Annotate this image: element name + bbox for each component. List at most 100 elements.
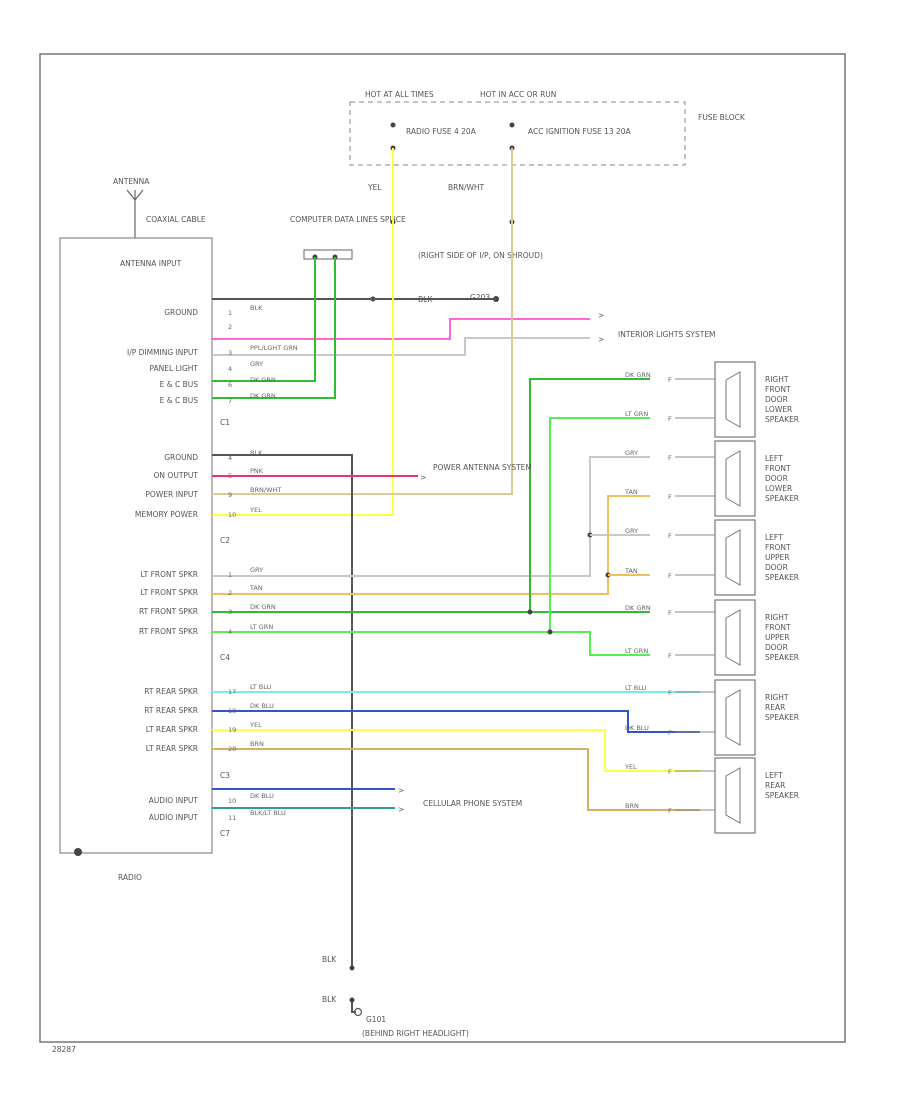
speaker-2-icon — [725, 529, 741, 586]
wire-c4-dkgrn-up — [529, 378, 650, 612]
fuse-radio-terminal — [390, 122, 396, 128]
c1-pin-4: 6 — [228, 381, 232, 389]
c1-color-0: BLK — [250, 304, 263, 312]
c1-color-5: DK GRN — [250, 392, 276, 400]
speaker-2-pinlabel-1: F — [668, 572, 672, 580]
ground-g2-wire-top: BLK — [322, 955, 337, 964]
speaker-4-pinlabel-0: F — [668, 689, 672, 697]
speaker-1-box — [714, 440, 756, 517]
c4-color-2: DK GRN — [250, 603, 276, 611]
speaker-1-wire-1: TAN — [624, 488, 638, 496]
speaker-0-name-2: DOOR — [765, 395, 788, 404]
ground-g1-code: G203 — [470, 293, 490, 302]
speaker-3-icon — [725, 609, 741, 666]
c7-func-0: AUDIO INPUT — [149, 796, 199, 805]
c7-color-1: BLK/LT BLU — [250, 809, 286, 817]
fuse-block-box — [349, 101, 686, 166]
ground-g1-label: (RIGHT SIDE OF I/P, ON SHROUD) — [418, 251, 543, 260]
c1-label: C1 — [220, 418, 230, 427]
c2-color-1: PNK — [250, 467, 264, 475]
antenna-cable-label: COAXIAL CABLE — [146, 215, 206, 224]
diagram-frame — [39, 53, 846, 1043]
ground-g2-connector-bottom — [349, 997, 355, 1003]
speaker-2-wire-1: TAN — [624, 567, 638, 575]
speaker-3-wire-0: DK GRN — [625, 604, 651, 612]
speaker-2-name-1: FRONT — [765, 543, 791, 552]
c4-color-0: GRY — [250, 566, 263, 574]
c3-pin-3: 20 — [228, 745, 236, 753]
ground-g2-connector-top — [349, 965, 355, 971]
interior-lights-arrow-b: > — [598, 335, 604, 344]
c4-label: C4 — [220, 653, 230, 662]
fuse-hot-all-times: HOT AT ALL TIMES — [365, 90, 434, 99]
c1-func-0: GROUND — [164, 308, 198, 317]
wire-c3-yel — [212, 729, 700, 772]
c4-pin-2: 3 — [228, 608, 232, 616]
wire-fuse-brnwht — [212, 148, 513, 495]
radio-case-ground — [74, 848, 82, 856]
c2-func-2: POWER INPUT — [145, 490, 198, 499]
c4-pin-3: 4 — [228, 628, 232, 636]
c3-func-1: RT REAR SPKR — [144, 706, 198, 715]
radio-name: RADIO — [118, 873, 142, 882]
wire-c3-dkblu — [212, 710, 700, 733]
speaker-1-name-0: LEFT — [765, 454, 783, 463]
c2-func-1: ON OUTPUT — [154, 471, 199, 480]
c1-color-3: GRY — [250, 360, 263, 368]
wire-c4-tan — [212, 495, 650, 595]
wire-c1-ec-a — [212, 257, 316, 382]
radio-box — [59, 237, 213, 854]
wire-c4-ltgrn — [212, 631, 650, 656]
speaker-5-name-1: REAR — [765, 781, 785, 790]
speaker-3-box — [714, 599, 756, 676]
speaker-4-name-1: REAR — [765, 703, 785, 712]
c3-pin-0: 17 — [228, 688, 236, 696]
speaker-0-name-4: SPEAKER — [765, 415, 799, 424]
c4-func-2: RT FRONT SPKR — [139, 607, 198, 616]
ground-g2-terminal — [353, 1007, 363, 1017]
c3-func-0: RT REAR SPKR — [144, 687, 198, 696]
speaker-5-wire-1: BRN — [625, 802, 639, 810]
speaker-4-name-2: SPEAKER — [765, 713, 799, 722]
speaker-5-pinlabel-0: F — [668, 768, 672, 776]
speaker-1-wire-0: GRY — [625, 449, 638, 457]
speaker-0-box — [714, 361, 756, 438]
ground-g2-label: (BEHIND RIGHT HEADLIGHT) — [362, 1029, 469, 1038]
c7-pin-0: 10 — [228, 797, 236, 805]
speaker-0-wire-1: LT GRN — [625, 410, 648, 418]
computer-splice-connector — [303, 249, 353, 260]
wire-fuse-yel — [212, 148, 394, 516]
c3-color-2: YEL — [249, 721, 262, 729]
ground-g2-code: G101 — [366, 1015, 386, 1024]
speaker-0-name-0: RIGHT — [765, 375, 789, 384]
speaker-2-name-3: DOOR — [765, 563, 788, 572]
speaker-0-name-1: FRONT — [765, 385, 791, 394]
fuse-block-label: FUSE BLOCK — [698, 113, 746, 122]
c4-color-3: LT GRN — [250, 623, 273, 631]
c1-func-2: I/P DIMMING INPUT — [127, 348, 198, 357]
speaker-0-icon — [725, 371, 741, 428]
radio-antenna-input: ANTENNA INPUT — [120, 259, 182, 268]
c3-label: C3 — [220, 771, 230, 780]
speaker-0-pinlabel-0: F — [668, 376, 672, 384]
wire-c4-ltgrn-up — [549, 417, 650, 632]
c1-func-3: PANEL LIGHT — [149, 364, 198, 373]
wires-group: >>>>> — [212, 148, 700, 1013]
c3-color-1: DK BLU — [250, 702, 274, 710]
speaker-5-name-2: SPEAKER — [765, 791, 799, 800]
speaker-0-wire-0: DK GRN — [625, 371, 651, 379]
speaker-4-wire-1: DK BLU — [625, 724, 649, 732]
c2-label: C2 — [220, 536, 230, 545]
speaker-1-pinlabel-0: F — [668, 454, 672, 462]
c4-pin-1: 2 — [228, 589, 232, 597]
fuse-radio-label: RADIO FUSE 4 20A — [406, 127, 477, 136]
speaker-5-icon — [725, 767, 741, 824]
fuse-hot-in-acc: HOT IN ACC OR RUN — [480, 90, 556, 99]
c2-color-0: BLK — [250, 449, 263, 457]
c4-color-1: TAN — [249, 584, 263, 592]
wire-c1-ec-b — [212, 257, 336, 399]
c7-label: C7 — [220, 829, 230, 838]
speaker-3-name-2: UPPER — [765, 633, 790, 642]
c4-func-1: LT FRONT SPKR — [140, 588, 198, 597]
